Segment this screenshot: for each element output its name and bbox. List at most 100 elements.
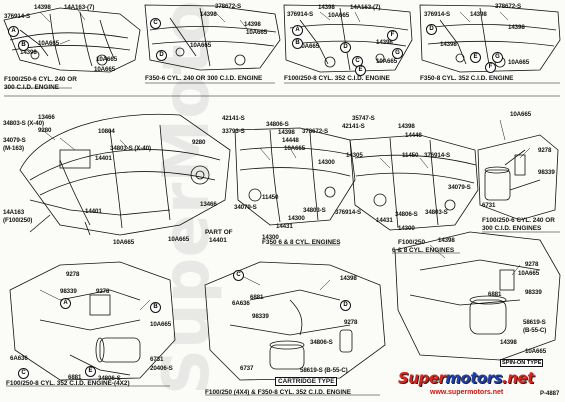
- part-label: 98339: [252, 313, 269, 320]
- part-label: 34079-S: [3, 137, 26, 144]
- panel-engine-f100: [349, 134, 479, 231]
- part-label: 10804: [98, 128, 115, 135]
- part-label: 14300: [398, 225, 415, 232]
- part-label: 11450: [262, 194, 279, 201]
- part-label: 14401: [85, 208, 102, 215]
- part-label: 34803-S (X-40): [3, 120, 44, 127]
- caption-panel-7-line2: 300 C.I.D. ENGINES: [482, 225, 542, 232]
- panel-oil-filter-8cyl-4x4: [204, 261, 386, 381]
- panel-oil-filter-6cyl: [477, 134, 559, 221]
- callout-marker: A: [8, 26, 19, 37]
- callout-marker: G: [492, 52, 503, 63]
- callout-marker: E: [85, 366, 96, 377]
- part-label: 35747-S: [352, 115, 375, 122]
- part-label: (M-163): [3, 145, 24, 152]
- part-of-label: PART OF: [205, 229, 233, 236]
- part-label: 14401: [95, 155, 112, 162]
- part-label: 14448: [405, 132, 422, 139]
- part-label: 11450: [402, 152, 419, 159]
- part-label: 34806-S: [310, 339, 333, 346]
- part-label: 6A636: [10, 355, 28, 362]
- callout-marker: D: [156, 50, 167, 61]
- part-label: 14A163: [3, 209, 25, 216]
- part-label: 14305: [346, 152, 363, 159]
- part-label: 14431: [376, 217, 393, 224]
- callout-marker: D: [426, 24, 437, 35]
- part-label: 10A665: [190, 42, 212, 49]
- part-label: 14398: [508, 24, 525, 31]
- part-label: 14398: [318, 4, 335, 11]
- part-label: 10A665: [38, 40, 60, 47]
- part-label: 14398: [34, 4, 51, 11]
- part-label: 14A163-(7): [350, 4, 381, 11]
- spin-on-type-label: SPIN-ON TYPE: [500, 359, 544, 367]
- part-label: 376914-S: [287, 11, 314, 18]
- part-label: 42141-S: [222, 115, 245, 122]
- part-label: 376914-S: [424, 152, 451, 159]
- part-label: 9278: [525, 261, 539, 268]
- part-label: 378672-S: [495, 3, 522, 10]
- part-label: 6731: [482, 202, 496, 209]
- logo-tld: .net: [502, 369, 534, 387]
- part-label: 42141-S: [342, 123, 365, 130]
- part-label: 10A665: [328, 12, 350, 19]
- caption-panel-1-line2: 300 C.I.D. ENGINE: [4, 84, 60, 91]
- part-label: (B-55-C): [523, 327, 547, 334]
- logo-brand-b: motors: [445, 369, 503, 387]
- part-label: 10A665: [518, 270, 540, 277]
- part-label: 9278: [66, 271, 80, 278]
- part-label: 376914-S: [335, 209, 362, 216]
- part-label: 10A665: [376, 58, 398, 65]
- caption-panel-5: F350 6 & 8 CYL. ENGINES: [262, 239, 341, 246]
- callout-marker: D: [340, 300, 351, 311]
- part-label: 20406-S: [150, 365, 173, 372]
- part-label: 14398: [440, 41, 457, 48]
- part-label: 376914-S: [4, 13, 31, 20]
- panel-engine-2: [144, 4, 281, 71]
- part-label: 14448: [282, 137, 299, 144]
- part-label: 9278: [344, 319, 358, 326]
- part-label: 34803-S: [425, 209, 448, 216]
- callout-marker: C: [233, 270, 244, 281]
- part-label: 14300: [262, 234, 279, 241]
- part-label: 378672-S: [215, 3, 242, 10]
- part-label: 33793-S: [222, 128, 245, 135]
- part-label: 14431: [276, 223, 293, 230]
- part-label: 14398: [438, 237, 455, 244]
- callout-marker: E: [355, 65, 366, 76]
- callout-marker: F: [485, 62, 496, 73]
- callout-marker: G: [392, 48, 403, 59]
- callout-marker: C: [150, 18, 161, 29]
- callout-marker: B: [18, 40, 29, 51]
- part-label: 10A665: [113, 239, 135, 246]
- part-label: 376914-S: [424, 11, 451, 18]
- part-label: 34079-S: [448, 184, 471, 191]
- part-label: 14398: [340, 275, 357, 282]
- part-label: 10A665: [168, 236, 190, 243]
- part-label: 98339: [525, 289, 542, 296]
- page-number: P-4887: [540, 391, 560, 397]
- part-label: 378672-S: [302, 128, 329, 135]
- part-label: 10A665: [525, 348, 547, 355]
- part-label: 9280: [38, 127, 52, 134]
- part-label: 10A665: [96, 56, 118, 63]
- panel-engine-bay: [19, 113, 231, 236]
- part-label: 34806-S: [98, 375, 121, 382]
- callout-marker: A: [60, 298, 71, 309]
- part-label: 14A163-(7): [64, 4, 95, 11]
- part-label: 34079-S: [234, 204, 257, 211]
- part-label: 6881: [68, 374, 82, 381]
- cartridge-type-label: CARTRIDGE TYPE: [275, 377, 338, 387]
- part-label: 10A665: [94, 66, 116, 73]
- part-label: 10A665: [298, 43, 320, 50]
- part-label: 14398: [278, 129, 295, 136]
- part-label: 6737: [240, 365, 254, 372]
- part-label: 34803-S: [303, 207, 326, 214]
- part-label: 14398: [20, 49, 37, 56]
- part-label: 34806-S: [395, 211, 418, 218]
- panel-engine-3: [283, 4, 413, 73]
- part-label: 14398: [376, 39, 393, 46]
- part-label: 10A665: [510, 111, 532, 118]
- part-of-number: 14401: [209, 237, 227, 244]
- part-label: 10A665: [284, 145, 306, 152]
